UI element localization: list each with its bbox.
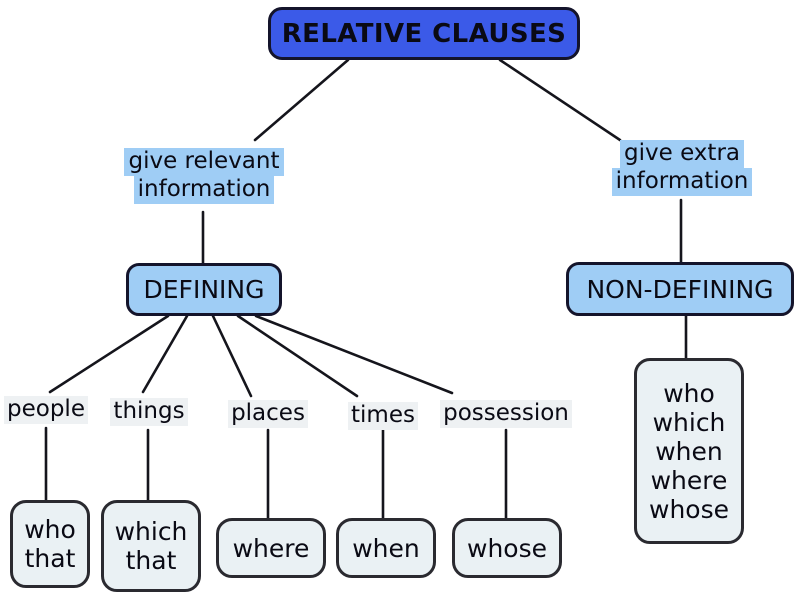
edge-root-to-left [253,58,350,142]
leaf-box-things[interactable]: which that [101,500,201,592]
category-things-label: things [110,398,188,426]
non-defining-word-5: whose [649,494,729,524]
category-people-label: people [4,396,88,424]
edge-defining-to-possession [254,314,454,395]
right-descriptor: give extra information [606,134,758,202]
category-places: places [220,396,316,432]
node-non-defining[interactable]: NON-DEFINING [566,262,794,316]
node-defining[interactable]: DEFINING [126,263,282,316]
leaf-box-times[interactable]: when [336,518,436,578]
left-descriptor-line2: information [133,176,275,204]
category-times: times [340,398,426,434]
edge-defining-to-people [48,314,170,394]
root-title-box[interactable]: RELATIVE CLAUSES [268,7,580,60]
leaf-box-non-defining[interactable]: who which when where whose [634,358,744,544]
edge-defining-to-places [211,314,253,398]
non-defining-word-4: where [650,465,728,495]
category-people: people [0,392,92,428]
right-descriptor-line2: information [611,168,753,196]
leaf-possession-word1: whose [467,533,547,563]
leaf-box-possession[interactable]: whose [452,518,562,578]
edge-defining-to-things [141,314,189,394]
page-title: RELATIVE CLAUSES [281,18,567,49]
edge-defining-to-times [236,314,359,398]
category-possession: possession [430,396,582,432]
non-defining-word-2: which [652,407,726,437]
leaf-places-word1: where [232,533,310,563]
category-places-label: places [228,400,308,428]
left-descriptor-line1: give relevant [124,148,284,176]
category-times-label: times [348,402,418,430]
non-defining-word-3: when [655,436,723,466]
category-possession-label: possession [440,400,572,428]
leaf-things-word2: that [125,546,177,575]
non-defining-word-1: who [663,378,715,408]
edge-root-to-right [498,58,622,142]
left-descriptor: give relevant information [118,140,290,212]
leaf-box-places[interactable]: where [216,518,326,578]
leaf-things-word1: which [114,517,188,546]
right-descriptor-line1: give extra [620,140,744,168]
leaf-people-word1: who [24,515,76,544]
node-defining-label: DEFINING [143,275,265,304]
leaf-box-people[interactable]: who that [10,500,90,588]
leaf-times-word1: when [352,533,420,563]
node-non-defining-label: NON-DEFINING [586,274,774,304]
leaf-people-word2: that [24,544,76,573]
category-things: things [101,394,197,430]
